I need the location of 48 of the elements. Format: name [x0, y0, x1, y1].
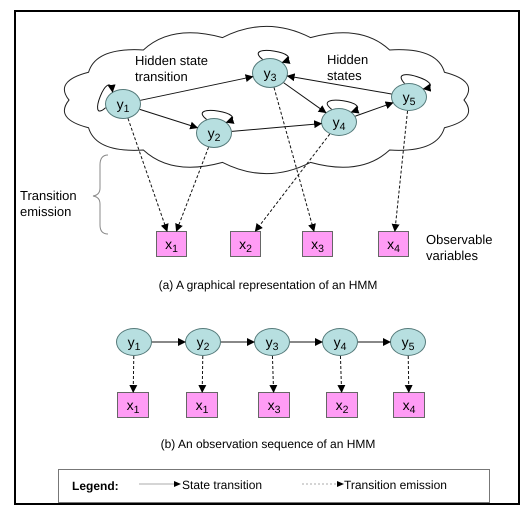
observation-box: x$_{3}$ — [302, 231, 333, 257]
arrow — [286, 73, 392, 94]
self-loop-arrow — [258, 50, 291, 63]
legend-title: Legend: — [72, 478, 120, 495]
self-loop-arrow — [202, 110, 235, 123]
dashed-arrow — [337, 356, 346, 393]
dashed-arrow — [254, 134, 330, 232]
observation-box: x$_{4}$ — [378, 231, 409, 257]
group-label: Hidden states — [327, 52, 370, 84]
annotation-label: Observable variables — [426, 232, 494, 264]
observation-box: x$_{3}$ — [258, 392, 290, 418]
arrow — [283, 82, 327, 114]
arrow — [290, 338, 323, 346]
caption: (b) An observation sequence of an HMM — [160, 436, 376, 453]
dashed-arrow — [198, 356, 206, 393]
arrow — [231, 120, 322, 132]
self-loop-arrow — [326, 100, 360, 113]
state-ellipse: y$_{3}$ — [254, 328, 290, 356]
state-ellipse: y$_{5}$ — [390, 328, 426, 356]
arrow — [152, 338, 186, 346]
dashed-arrow — [129, 356, 138, 393]
legend-label: State transition — [182, 477, 262, 494]
arrow — [139, 108, 198, 130]
observation-box: x$_{1}$ — [156, 231, 187, 257]
dashed-arrow — [392, 110, 408, 232]
annotation-label: Transition emission — [20, 188, 78, 220]
state-ellipse: y$_{1}$ — [116, 328, 152, 356]
self-loop-arrow — [400, 74, 432, 91]
dashed-arrow — [175, 146, 210, 232]
observation-box: x$_{4}$ — [393, 392, 425, 418]
observation-box: x$_{2}$ — [230, 231, 261, 257]
arrow — [354, 101, 394, 117]
dashed-arrow — [269, 356, 278, 393]
state-ellipse: y$_{4}$ — [322, 328, 358, 356]
group-label: Hidden state transition — [135, 53, 209, 85]
dashed-arrow — [274, 87, 316, 232]
dashed-arrow — [128, 118, 168, 232]
observation-box: x$_{2}$ — [326, 392, 358, 418]
state-ellipse: y$_{2}$ — [185, 328, 221, 356]
self-loop-arrow — [97, 84, 115, 112]
observation-box: x$_{1}$ — [186, 392, 218, 418]
observation-box: x$_{1}$ — [117, 392, 149, 418]
arrow — [140, 74, 254, 101]
dashed-arrow — [404, 356, 413, 393]
arrow — [358, 338, 391, 346]
legend-label: Transition emission — [344, 477, 447, 494]
caption: (a) A graphical representation of an HMM — [158, 277, 378, 294]
arrow — [220, 338, 255, 346]
